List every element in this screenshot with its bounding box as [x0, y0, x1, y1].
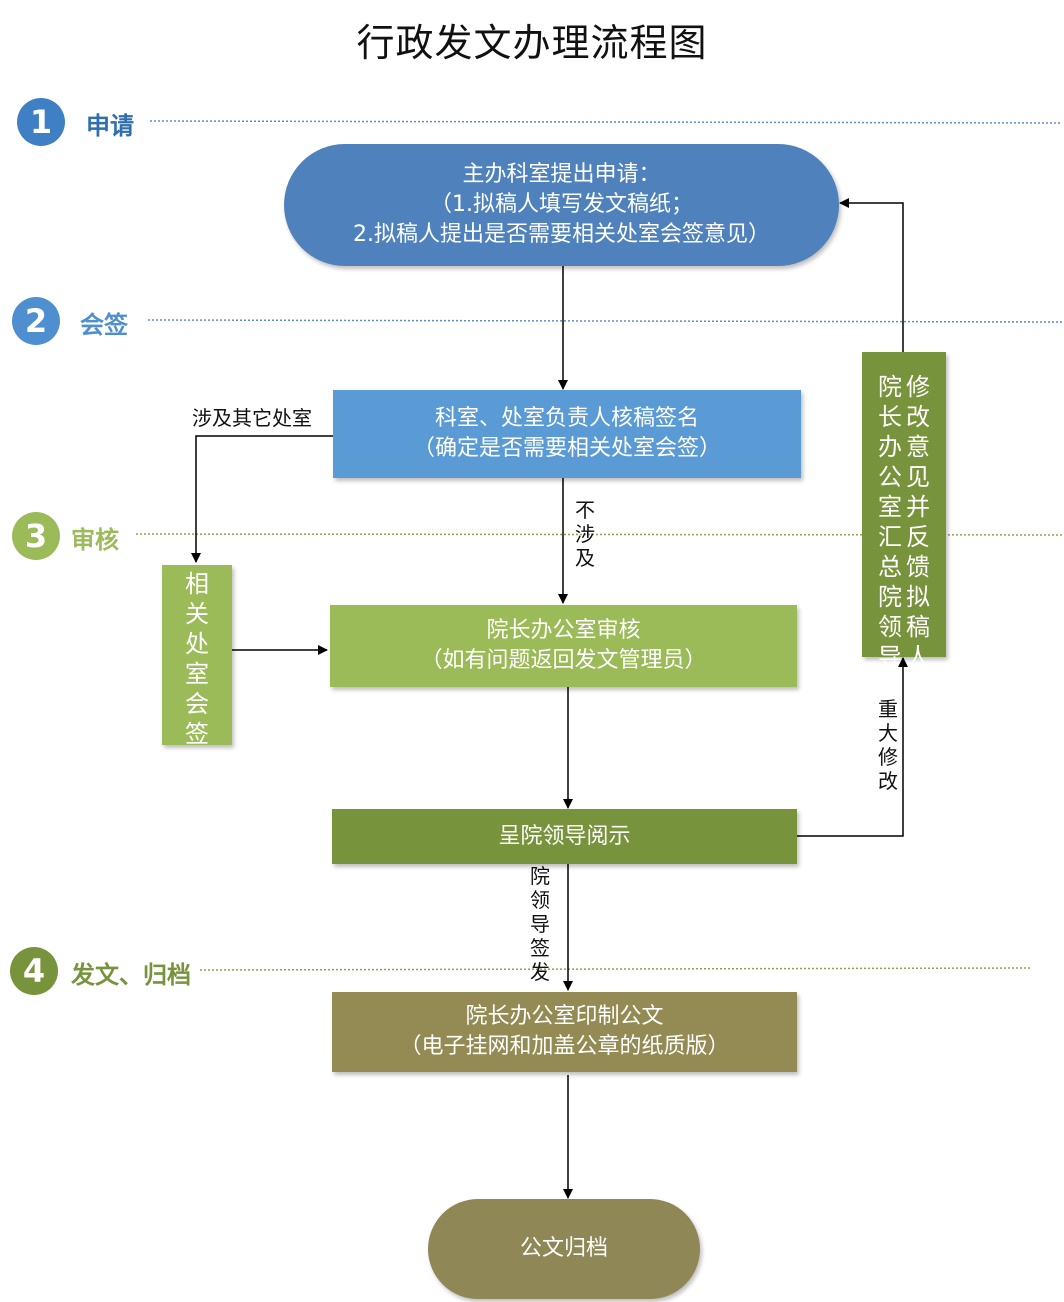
stage-1-divider — [149, 120, 1063, 124]
node-print-line1: 院长办公室印制公文 — [465, 1004, 664, 1029]
node-revise: 院长办公室汇总院领导修改意见并反馈拟稿人 — [862, 352, 946, 671]
node-archive-text: 公文归档 — [519, 1236, 608, 1261]
stage-4-label: 发文、归档 — [71, 961, 191, 989]
stage-2-divider — [147, 319, 1063, 323]
arrow-review-to-countersign — [191, 435, 333, 563]
page-title: 行政发文办理流程图 — [356, 21, 708, 65]
stage-2-badge: 2 — [12, 297, 60, 345]
stage-3-badge: 3 — [12, 512, 60, 560]
node-countersign-text: 相关处室会签 — [185, 570, 209, 748]
arrow-leader-to-revise — [797, 657, 908, 837]
node-apply-line1: 主办科室提出申请： — [462, 162, 661, 187]
arrow-revise-to-apply — [839, 198, 904, 352]
stage-1-badge: 1 — [17, 98, 65, 146]
node-review-sign-line1: 科室、处室负责人核稿签名 — [434, 406, 699, 431]
node-revise-col2: 修改意见并反馈拟稿人 — [906, 373, 930, 671]
node-print: 院长办公室印制公文 （电子挂网和加盖公章的纸质版） — [332, 992, 797, 1072]
node-review-sign-line2: （确定是否需要相关处室会签） — [412, 436, 721, 461]
stage-4-divider — [199, 967, 1031, 971]
edge-label-leader-signed: 院领导签发 — [530, 864, 550, 984]
stage-1-label: 申请 — [86, 112, 134, 140]
edge-label-involves-other: 涉及其它处室 — [192, 406, 312, 430]
node-leader-review: 呈院领导阅示 — [332, 809, 797, 864]
node-office-review: 院长办公室审核 （如有问题返回发文管理员） — [330, 605, 797, 687]
node-office-review-line1: 院长办公室审核 — [486, 618, 641, 643]
stage-3-label: 审核 — [71, 526, 119, 554]
node-review-sign: 科室、处室负责人核稿签名 （确定是否需要相关处室会签） — [333, 390, 801, 478]
node-apply-line2: （1.拟稿人填写发文稿纸； — [430, 192, 693, 217]
node-revise-col1: 院长办公室汇总院领导 — [878, 373, 902, 671]
stage-4-badge: 4 — [10, 947, 58, 995]
node-apply: 主办科室提出申请： （1.拟稿人填写发文稿纸； 2.拟稿人提出是否需要相关处室会… — [284, 144, 839, 266]
node-print-line2: （电子挂网和加盖公章的纸质版） — [399, 1034, 730, 1059]
edge-label-not-involved: 不涉及 — [575, 498, 595, 570]
edge-label-major-revision: 重大修改 — [878, 697, 898, 793]
node-archive: 公文归档 — [428, 1199, 700, 1299]
node-countersign: 相关处室会签 — [162, 565, 232, 748]
node-leader-review-text: 呈院领导阅示 — [498, 823, 631, 849]
stage-2-label: 会签 — [80, 311, 128, 339]
node-apply-line3: 2.拟稿人提出是否需要相关处室会签意见） — [353, 222, 770, 247]
node-office-review-line2: （如有问题返回发文管理员） — [420, 648, 707, 673]
